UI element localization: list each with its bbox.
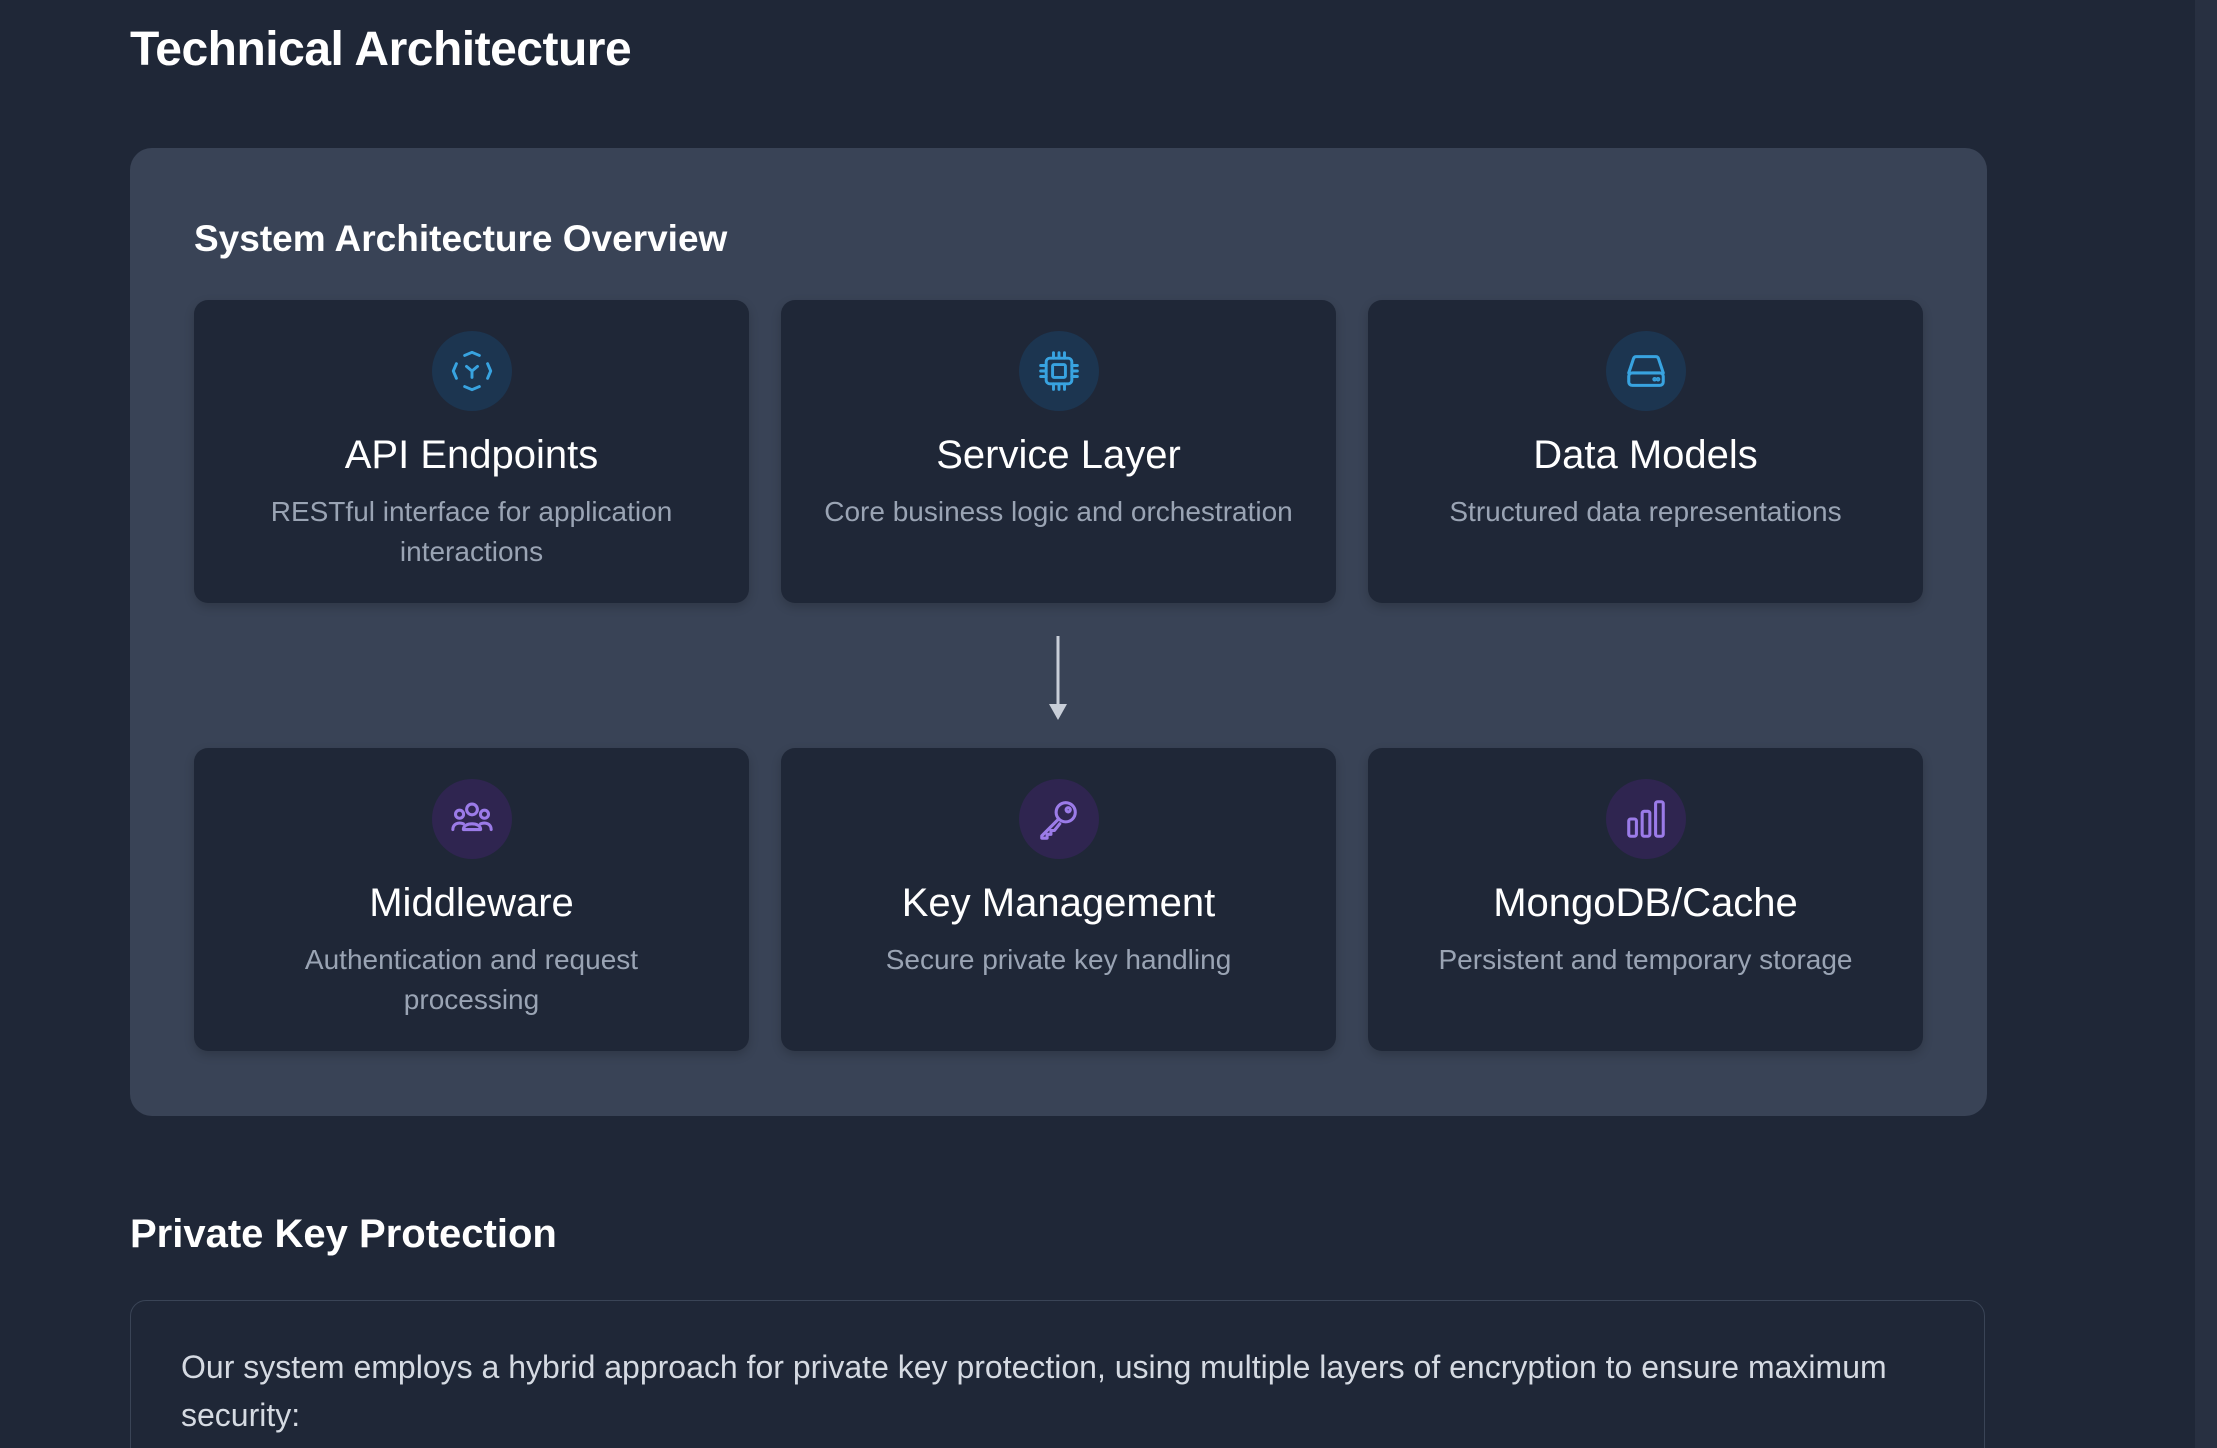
bar-chart-icon xyxy=(1606,779,1686,859)
card-mongodb-cache: MongoDB/Cache Persistent and temporary s… xyxy=(1368,748,1923,1051)
card-title: Data Models xyxy=(1533,433,1758,477)
hard-drive-icon xyxy=(1606,331,1686,411)
private-key-intro-text: Our system employs a hybrid approach for… xyxy=(181,1349,1887,1433)
card-description: Structured data representations xyxy=(1449,496,1842,527)
scrollbar-track[interactable] xyxy=(2195,0,2217,1448)
card-api-endpoints: API Endpoints RESTful interface for appl… xyxy=(194,300,749,603)
private-key-protection-title: Private Key Protection xyxy=(130,1212,557,1256)
architecture-panel: System Architecture Overview API Endpoin… xyxy=(130,148,1987,1116)
card-data-models: Data Models Structured data representati… xyxy=(1368,300,1923,603)
card-title: Service Layer xyxy=(936,433,1181,477)
card-key-management: Key Management Secure private key handli… xyxy=(781,748,1336,1051)
flow-arrow-down-icon xyxy=(1049,636,1067,720)
architecture-overview-title: System Architecture Overview xyxy=(194,218,728,259)
private-key-info-box: Our system employs a hybrid approach for… xyxy=(130,1300,1985,1448)
key-icon xyxy=(1019,779,1099,859)
api-scan-icon xyxy=(432,331,512,411)
card-description: Authentication and request processing xyxy=(304,944,639,1015)
card-title: Key Management xyxy=(901,881,1216,925)
card-title: MongoDB/Cache xyxy=(1493,881,1798,925)
users-group-icon xyxy=(432,779,512,859)
card-description: Secure private key handling xyxy=(885,944,1232,975)
card-title: Middleware xyxy=(369,881,574,925)
card-description: RESTful interface for application intera… xyxy=(270,496,673,567)
card-service-layer: Service Layer Core business logic and or… xyxy=(781,300,1336,603)
card-description: Persistent and temporary storage xyxy=(1438,944,1853,975)
card-title: API Endpoints xyxy=(344,433,599,477)
page-title: Technical Architecture xyxy=(130,23,632,76)
cpu-chip-icon xyxy=(1019,331,1099,411)
card-description: Core business logic and orchestration xyxy=(824,496,1293,527)
card-middleware: Middleware Authentication and request pr… xyxy=(194,748,749,1051)
